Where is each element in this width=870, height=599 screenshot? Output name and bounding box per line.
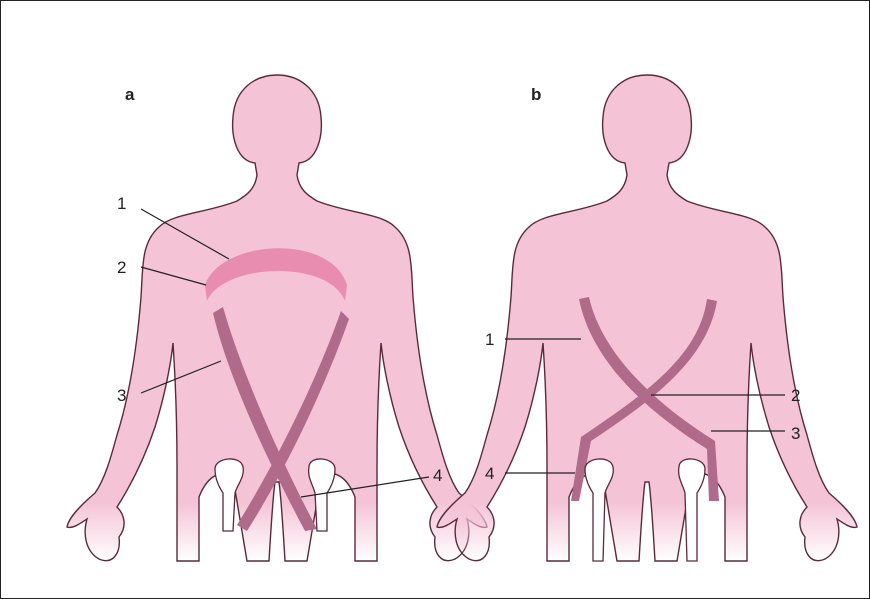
figure-a-label-2: 2 bbox=[117, 258, 126, 277]
figure-b-body bbox=[437, 75, 857, 561]
figure-a-body bbox=[67, 75, 487, 561]
figure-b-label-1: 1 bbox=[485, 330, 494, 349]
figure-b-label-3: 3 bbox=[791, 424, 800, 443]
panel-b-letter: b bbox=[531, 85, 541, 104]
figure-b-label-2: 2 bbox=[791, 386, 800, 405]
panel-a-letter: a bbox=[125, 85, 135, 104]
figure-a-label-4: 4 bbox=[433, 466, 442, 485]
figure-a-label-1: 1 bbox=[117, 194, 126, 213]
figure-b-label-4: 4 bbox=[485, 464, 494, 483]
figure-a-label-3: 3 bbox=[117, 386, 126, 405]
